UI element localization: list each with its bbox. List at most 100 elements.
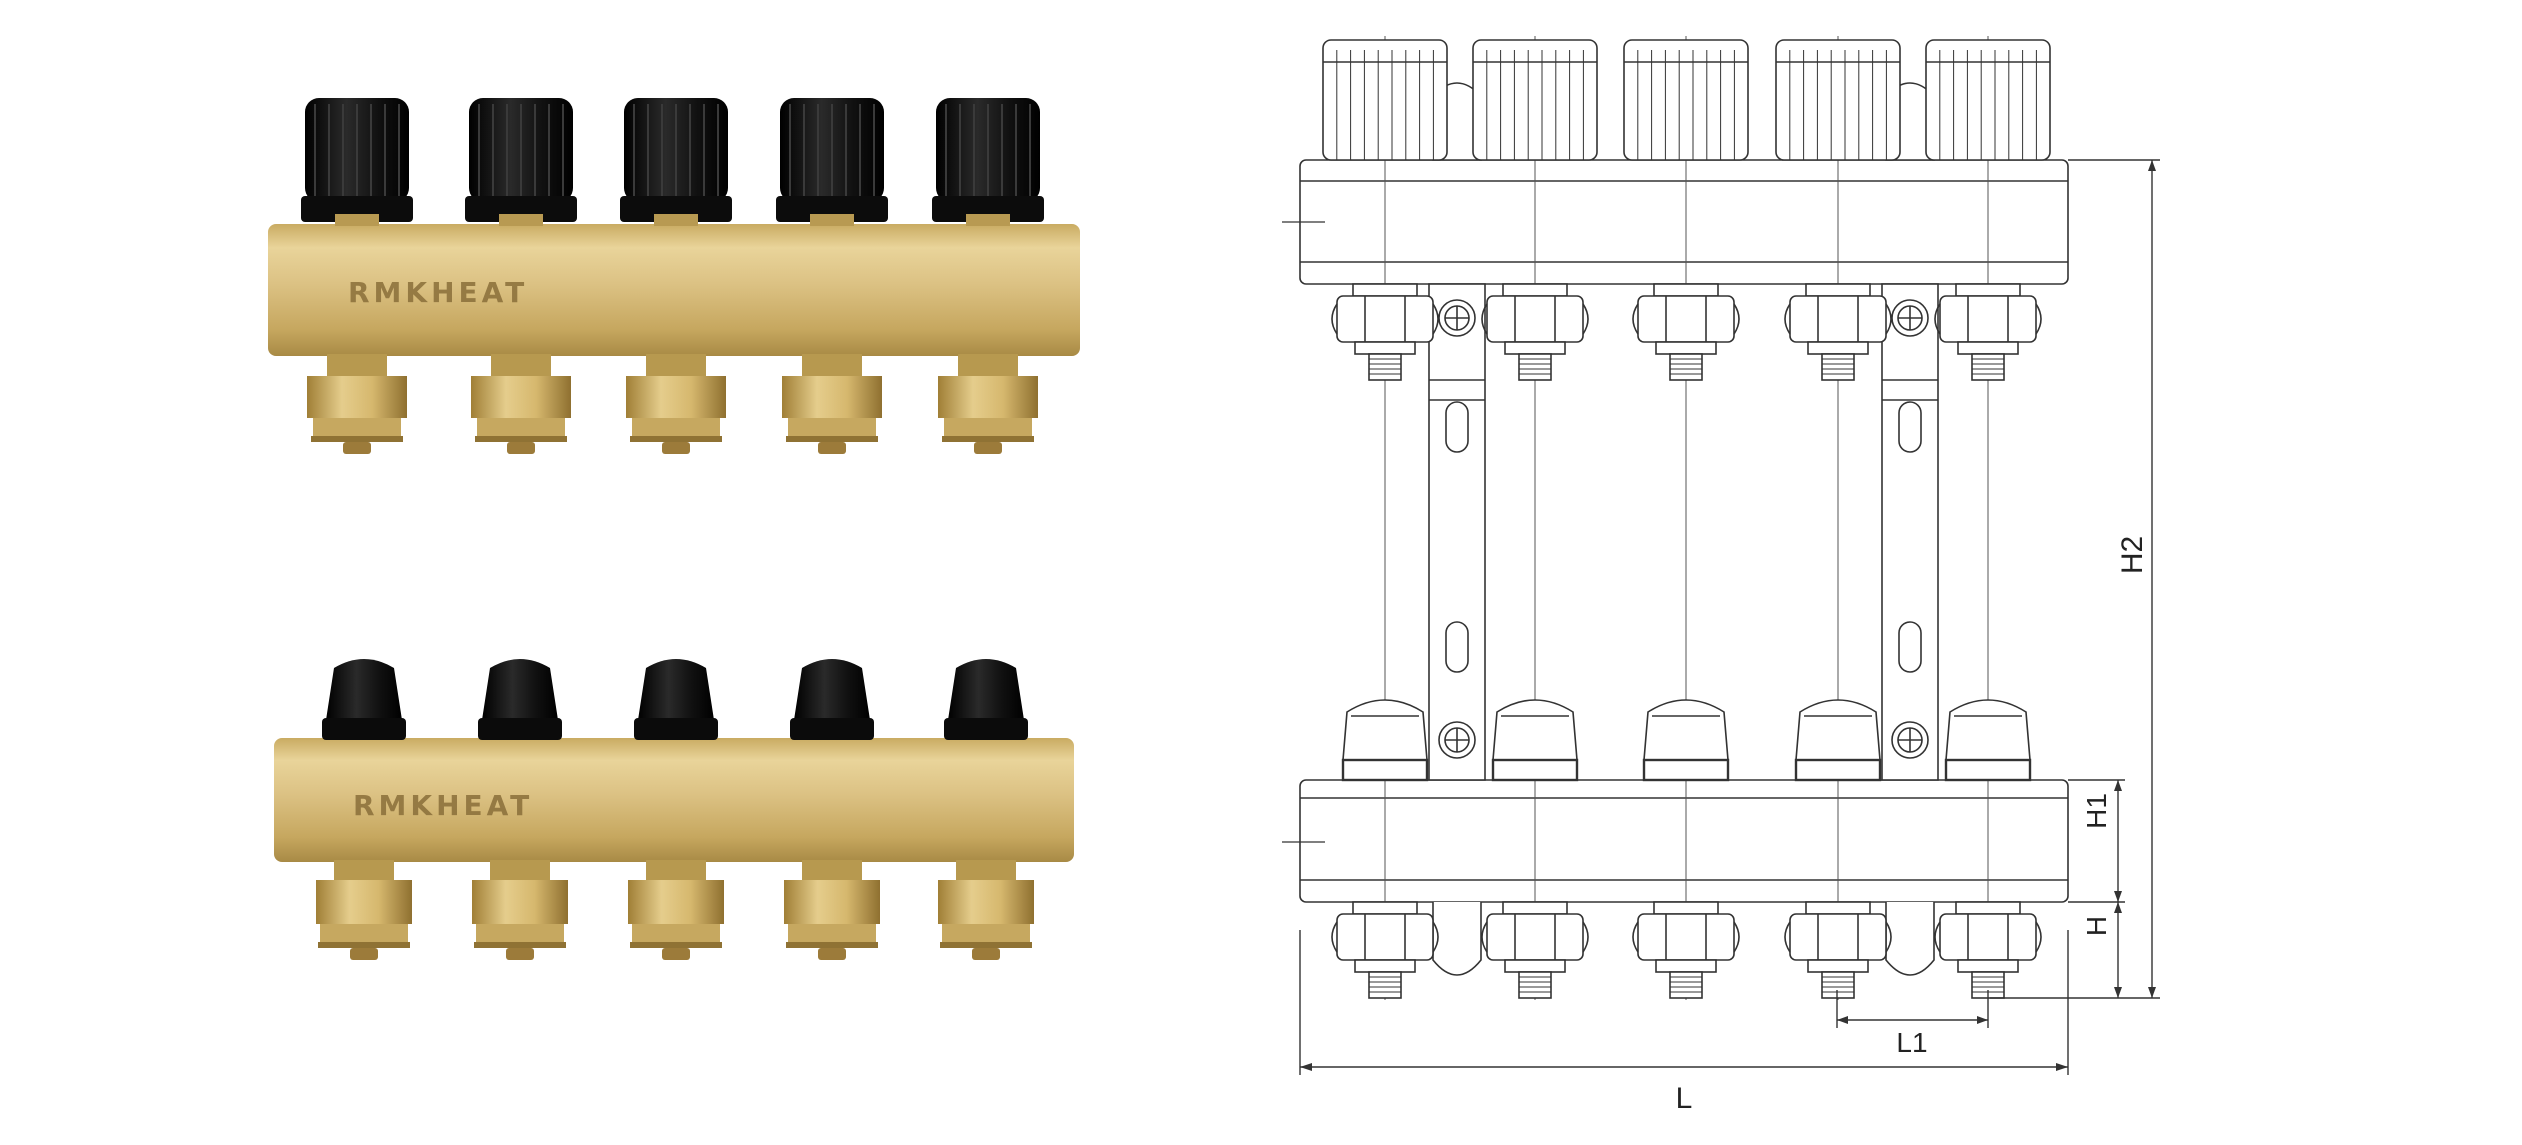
valve-knob-drawing xyxy=(1322,39,1448,161)
valve-knob xyxy=(301,98,413,226)
knob-collar xyxy=(776,196,888,222)
fitting-ring xyxy=(477,418,565,438)
cap-base xyxy=(478,718,562,740)
fitting-shadow xyxy=(311,436,403,442)
knob-outline xyxy=(1925,39,2051,161)
fitting-nut xyxy=(1336,295,1434,343)
knob-collar xyxy=(465,196,577,222)
valve-knob-drawing xyxy=(1472,39,1598,161)
bracket-clip xyxy=(1432,902,1482,976)
fitting-ring xyxy=(788,924,876,944)
nut-side xyxy=(1432,303,1439,335)
fitting-shadow xyxy=(474,942,566,948)
valve-cap xyxy=(322,659,406,740)
fitting-nut xyxy=(1336,913,1434,961)
brass-neck xyxy=(810,214,854,226)
valve-knob xyxy=(776,98,888,226)
bracket-strap xyxy=(1428,283,1486,781)
fitting-shadow xyxy=(318,942,410,948)
fitting-tail xyxy=(1821,353,1855,381)
fitting-shadow xyxy=(786,436,878,442)
fitting-drawing xyxy=(1632,901,1740,999)
fitting-ring xyxy=(1957,341,2019,355)
compression-fitting xyxy=(307,354,407,454)
valve-knob xyxy=(465,98,577,226)
fitting-ring xyxy=(632,418,720,438)
dimension-arrows xyxy=(1300,160,2156,1071)
nut-side xyxy=(1885,921,1892,953)
brass-bar xyxy=(268,224,1080,356)
fitting-nut xyxy=(1486,295,1584,343)
fitting-shadow xyxy=(942,436,1034,442)
nut-side xyxy=(1934,921,1941,953)
fitting-neck xyxy=(1502,901,1568,915)
valve-knob-drawing xyxy=(1623,39,1749,161)
fitting-nut xyxy=(628,880,724,924)
fitting-ring xyxy=(1655,959,1717,973)
nut-side xyxy=(1632,303,1639,335)
fitting-neck xyxy=(646,354,706,376)
fitting-ring xyxy=(1807,341,1869,355)
fitting-tip xyxy=(507,442,535,454)
fitting-neck xyxy=(327,354,387,376)
compression-fitting xyxy=(471,354,571,454)
brass-neck xyxy=(335,214,379,226)
dim-label-L: L xyxy=(1676,1082,1693,1115)
fitting-tip xyxy=(818,442,846,454)
bracket-strap xyxy=(1881,283,1939,781)
valve-cap-drawing xyxy=(1341,699,1429,782)
fitting-nut xyxy=(1637,913,1735,961)
fitting-neck xyxy=(1352,901,1418,915)
fitting-drawing xyxy=(1481,283,1589,381)
fitting-nut xyxy=(307,376,407,418)
knob-collar xyxy=(932,196,1044,222)
nut-side xyxy=(1481,303,1488,335)
upper-bar xyxy=(1299,159,2069,285)
nut-side xyxy=(1481,921,1488,953)
cap-outline xyxy=(1795,699,1881,761)
fitting-neck xyxy=(1352,283,1418,297)
cap-body xyxy=(794,659,870,720)
fitting-ring xyxy=(476,924,564,944)
fitting-neck xyxy=(491,354,551,376)
nut-side xyxy=(1582,921,1589,953)
fitting-nut xyxy=(1789,913,1887,961)
compression-fitting xyxy=(784,860,880,960)
bracket-clip xyxy=(1885,902,1935,976)
fitting-ring xyxy=(1354,341,1416,355)
fitting-tail xyxy=(1368,971,1402,999)
cap-body xyxy=(638,659,714,720)
compression-fitting xyxy=(316,860,412,960)
fitting-nut xyxy=(1789,295,1887,343)
brand-label: RMKHEAT xyxy=(348,276,528,309)
compression-fitting xyxy=(472,860,568,960)
valve-knob xyxy=(932,98,1044,226)
fitting-ring xyxy=(1504,341,1566,355)
nut-side xyxy=(1432,921,1439,953)
fitting-tip xyxy=(972,948,1000,960)
valve-knob-drawing xyxy=(1925,39,2051,161)
fitting-drawing xyxy=(1331,283,1439,381)
fitting-tail xyxy=(1518,971,1552,999)
fitting-tip xyxy=(350,948,378,960)
fitting-neck xyxy=(490,860,550,880)
fitting-ring xyxy=(944,418,1032,438)
fitting-ring xyxy=(313,418,401,438)
nut-side xyxy=(1632,921,1639,953)
bracket-slot xyxy=(1445,401,1469,453)
dim-label-H2: H2 xyxy=(2116,536,2149,574)
knob-collar xyxy=(620,196,732,222)
fitting-tail xyxy=(1669,353,1703,381)
cap-base xyxy=(634,718,718,740)
cap-base xyxy=(1944,758,2032,782)
fitting-nut xyxy=(1939,913,2037,961)
bracket-slot xyxy=(1898,401,1922,453)
fitting-tip xyxy=(343,442,371,454)
nut-side xyxy=(1934,303,1941,335)
fitting-ring xyxy=(1504,959,1566,973)
nut-side xyxy=(2035,921,2042,953)
fitting-drawing xyxy=(1784,283,1892,381)
fitting-tip xyxy=(818,948,846,960)
fitting-tail xyxy=(1971,353,2005,381)
